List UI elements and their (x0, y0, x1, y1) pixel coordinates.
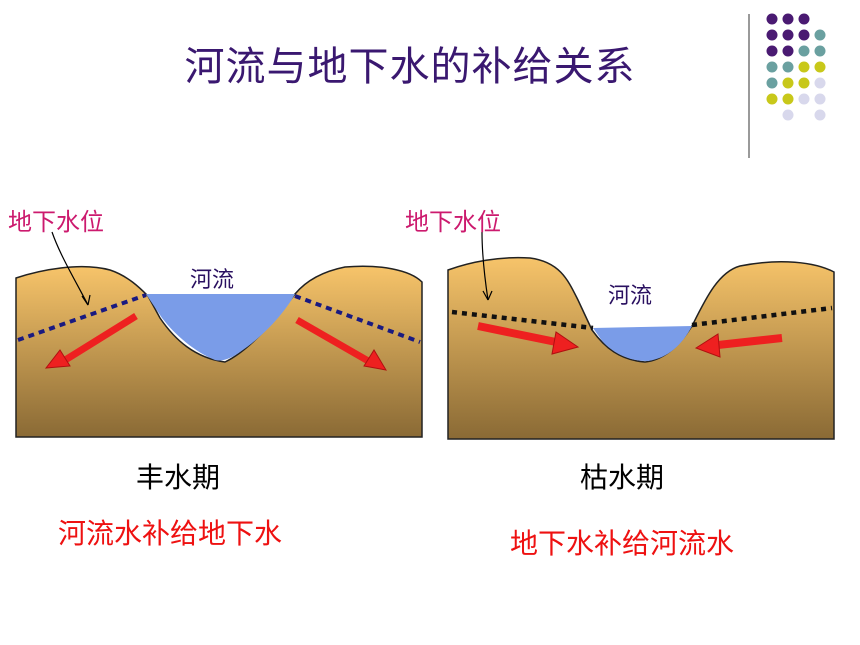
decorative-dot (814, 77, 826, 89)
decorative-dot (814, 29, 826, 41)
decorative-dot (782, 29, 794, 41)
left-explanation: 河流水补给地下水 (58, 517, 283, 550)
decorative-dot (798, 29, 810, 41)
decorative-dot (798, 93, 810, 105)
right-soil-body (447, 256, 835, 440)
decorative-dot (814, 93, 826, 105)
page-title: 河流与地下水的补给关系 (184, 44, 636, 90)
decorative-dot (798, 61, 810, 73)
decorative-dot-grid (766, 13, 826, 121)
right-water-table-label: 地下水位 (405, 208, 501, 236)
decorative-dot (798, 77, 810, 89)
decorative-dot (766, 61, 778, 73)
left-river-water (146, 294, 295, 361)
left-flow-arrow-left (44, 313, 138, 369)
decorative-dot (814, 61, 826, 73)
decorative-dot (782, 109, 794, 121)
right-water-table-line-left (451, 309, 594, 331)
right-explanation: 地下水补给河流水 (510, 527, 735, 560)
divider-line (748, 14, 750, 158)
decorative-dot (766, 29, 778, 41)
left-soil-body (15, 265, 423, 438)
left-water-table-line-right (294, 294, 421, 344)
decorative-dot (782, 13, 794, 25)
decorative-dot (814, 109, 826, 121)
decorative-dot (798, 13, 810, 25)
decorative-dot (782, 77, 794, 89)
right-flow-arrow-right (694, 333, 783, 358)
decorative-dot (766, 93, 778, 105)
decorative-dot (766, 45, 778, 57)
left-season-label: 丰水期 (136, 461, 221, 494)
decorative-dot (766, 13, 778, 25)
decorative-dot (782, 93, 794, 105)
right-flow-arrow-left (477, 322, 580, 355)
left-water-table-label: 地下水位 (8, 208, 104, 236)
decorative-dot (798, 45, 810, 57)
right-river-water (593, 326, 692, 362)
left-river-label: 河流 (190, 268, 235, 293)
right-label-leader (481, 231, 489, 301)
decorative-dot (782, 45, 794, 57)
left-label-leader (51, 231, 89, 306)
right-season-label: 枯水期 (580, 461, 665, 494)
decorative-dot (814, 45, 826, 57)
right-river-label: 河流 (608, 284, 653, 309)
decorative-dot (766, 77, 778, 89)
right-water-table-line-right (691, 305, 833, 328)
decorative-dot (782, 61, 794, 73)
left-water-table-line-left (17, 293, 147, 342)
left-flow-arrow-right (295, 316, 387, 371)
